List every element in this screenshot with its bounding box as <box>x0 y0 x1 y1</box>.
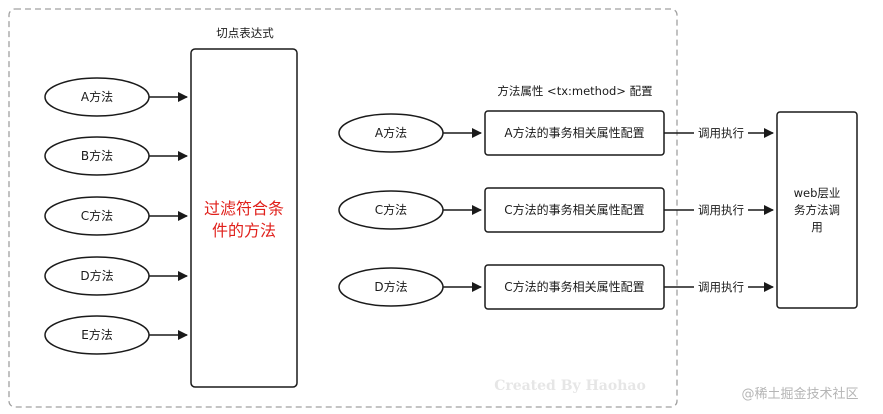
input-method-label: D方法 <box>80 268 113 283</box>
tx-method-label: A方法 <box>375 125 407 140</box>
call-label-bg <box>694 202 748 218</box>
input-method-3: D方法 <box>44 256 150 296</box>
call-label-bg <box>694 125 748 141</box>
credit-text: @稀土掘金技术社区 <box>741 386 858 402</box>
tx-config-label: C方法的事务相关属性配置 <box>504 279 644 294</box>
call-label: 调用执行 <box>698 280 744 294</box>
input-arrows <box>149 92 188 340</box>
call-label: 调用执行 <box>698 126 744 140</box>
input-methods: A方法 B方法 C方法 D方法 E方法 <box>44 77 150 355</box>
web-layer-box <box>776 111 858 309</box>
tx-row-1: C方法 C方法的事务相关属性配置 调用执行 <box>338 187 774 233</box>
tx-row-0: A方法 A方法的事务相关属性配置 调用执行 <box>338 110 774 156</box>
pointcut-box <box>190 48 298 388</box>
input-method-4: E方法 <box>44 315 150 355</box>
pointcut-body-line-1: 过滤符合条 <box>204 199 284 218</box>
input-method-2: C方法 <box>44 196 150 236</box>
tx-method-label: C方法 <box>375 202 407 217</box>
tx-config-label: A方法的事务相关属性配置 <box>504 125 644 140</box>
input-method-label: B方法 <box>81 148 113 163</box>
tx-method-label: D方法 <box>374 279 407 294</box>
call-label: 调用执行 <box>698 203 744 217</box>
input-method-label: A方法 <box>81 89 113 104</box>
tx-row-2: D方法 C方法的事务相关属性配置 调用执行 <box>338 264 774 310</box>
call-label-bg <box>694 279 748 295</box>
web-layer-line-3: 用 <box>811 220 823 234</box>
tx-config-label: C方法的事务相关属性配置 <box>504 202 644 217</box>
tx-method-header: 方法属性 <tx:method> 配置 <box>497 84 652 98</box>
input-method-label: E方法 <box>81 327 113 342</box>
watermark-text: Created By Haohao <box>494 378 646 394</box>
web-layer-line-2: 务方法调 <box>794 203 840 217</box>
input-method-0: A方法 <box>44 77 150 117</box>
input-method-label: C方法 <box>81 208 113 223</box>
input-method-1: B方法 <box>44 136 150 176</box>
web-layer-line-1: web层业 <box>794 186 841 200</box>
pointcut-body-line-2: 件的方法 <box>212 221 276 240</box>
pointcut-header: 切点表达式 <box>216 26 274 40</box>
